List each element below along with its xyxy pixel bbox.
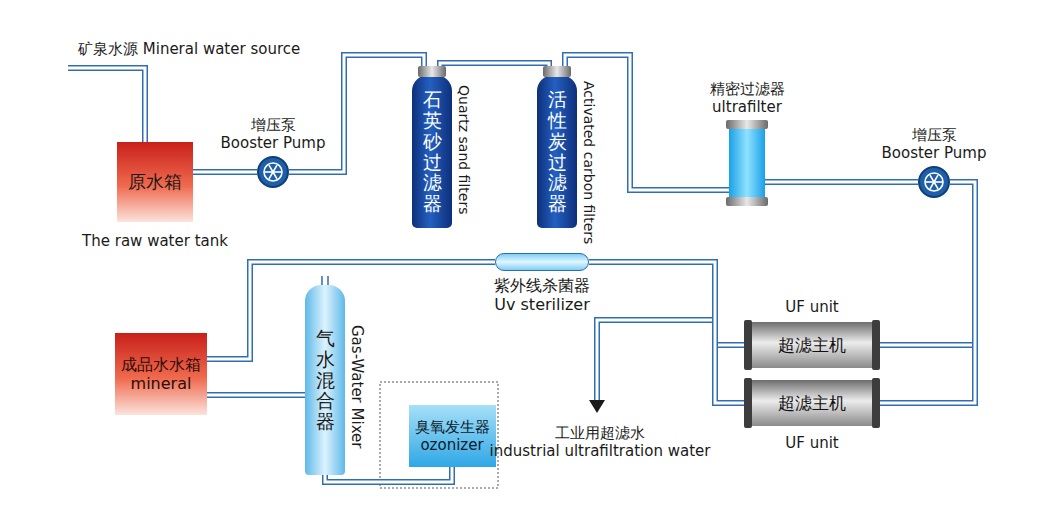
node-caption: UF unit <box>785 298 838 316</box>
pipe-outer <box>440 63 549 75</box>
vessel-cap <box>744 378 752 428</box>
water-pipe <box>765 182 918 183</box>
pipe-inner <box>289 55 424 172</box>
quartz-sand-filter: 石英砂过滤器Quartz sand filters <box>412 75 452 228</box>
pipe-outer <box>597 320 715 402</box>
fan-blade <box>269 165 273 172</box>
pipe-outer <box>589 262 748 345</box>
node-label: 活性炭过滤器 <box>548 89 567 214</box>
node-caption: 精密过滤器 ultrafilter <box>710 80 785 116</box>
node-label: 臭氧发生器 ozonizer <box>415 418 490 454</box>
pipe-inner <box>589 262 748 345</box>
booster-pump: 增压泵 Booster Pump <box>918 166 950 198</box>
node-caption: 紫外线杀菌器 Uv sterilizer <box>494 276 590 314</box>
vessel-cap <box>872 320 880 370</box>
node-label: 超滤主机 <box>778 335 846 355</box>
pipe-outer <box>876 182 975 345</box>
fan-blade <box>273 172 277 179</box>
precision-ultrafilter: 精密过滤器 ultrafilter <box>729 128 765 198</box>
vessel-cap <box>543 66 571 77</box>
pipe-inner <box>876 182 975 345</box>
industrial-outlet-pipe <box>589 320 715 413</box>
water-pipe <box>440 63 549 75</box>
fan-ring <box>264 163 282 181</box>
uv-sterilizer: 紫外线杀菌器 Uv sterilizer <box>495 253 589 271</box>
product-water-tank: 成品水水箱 mineral <box>115 333 207 415</box>
node-caption: The raw water tank <box>82 232 228 250</box>
node-caption: Gas-Water Mixer <box>348 325 366 448</box>
fan-blade <box>934 182 938 189</box>
water-pipe <box>193 172 257 173</box>
pump-fan <box>920 168 948 196</box>
fan-blade <box>934 175 938 182</box>
pipe-outer <box>68 68 145 142</box>
vessel-cap <box>726 120 768 129</box>
ozonizer: 臭氧发生器 ozonizer <box>409 405 496 467</box>
water-pipe <box>289 55 424 172</box>
water-pipe <box>589 262 748 345</box>
pipe-outer <box>876 182 975 403</box>
activated-carbon-filter: 活性炭过滤器Activated carbon filters <box>537 75 577 228</box>
water-pipe <box>876 182 975 345</box>
outlet-arrowhead <box>589 400 605 413</box>
pipe-inner <box>193 171 257 174</box>
node-label: 超滤主机 <box>778 393 846 413</box>
node-label: 成品水水箱 mineral <box>121 355 201 393</box>
pump-fan <box>259 158 287 186</box>
vessel-cap <box>872 378 880 428</box>
connector-group <box>193 55 975 482</box>
pipe-outer <box>589 262 748 403</box>
gas-water-mixer: 气水混合器Gas-Water Mixer <box>305 285 345 475</box>
pipe-inner <box>597 320 715 402</box>
fan-blade <box>273 165 277 172</box>
pipe-inner <box>68 68 145 142</box>
node-caption: 增压泵 Booster Pump <box>221 116 326 152</box>
booster-pump: 增压泵 Booster Pump <box>257 156 289 188</box>
ozonizer-frame <box>380 382 498 488</box>
pipe-outer <box>193 169 257 175</box>
water-pipe <box>589 262 748 403</box>
pipe-inner <box>207 394 305 397</box>
vessel-cap <box>726 197 768 206</box>
fan-blade <box>930 182 934 189</box>
water-pipe <box>876 182 975 403</box>
pipe-inner <box>876 182 975 403</box>
pipe-inner <box>440 63 549 75</box>
node-label: 石英砂过滤器 <box>423 89 442 214</box>
pipe-outer <box>765 179 918 185</box>
vessel-cap <box>744 320 752 370</box>
pipe-outer <box>207 392 305 398</box>
node-label: 气水混合器 <box>316 328 335 432</box>
node-caption: UF unit <box>785 434 838 452</box>
pipe-inner <box>765 181 918 184</box>
uf-unit: 超滤主机UF unit <box>748 380 876 426</box>
fan-ring <box>925 173 943 191</box>
fan-blade <box>269 172 273 179</box>
uf-unit: UF unit超滤主机 <box>748 322 876 368</box>
fan-blade <box>930 175 934 182</box>
source-label: 矿泉水源 Mineral water source <box>78 40 300 58</box>
node-caption: 增压泵 Booster Pump <box>882 126 987 162</box>
raw-water-tank: 原水箱The raw water tank <box>117 142 193 222</box>
node-label: 原水箱 <box>128 171 182 193</box>
vessel-cap <box>418 66 446 77</box>
node-caption: Quartz sand filters <box>455 85 472 214</box>
water-pipe <box>207 395 305 396</box>
pipe-inner <box>589 262 748 403</box>
source-pipe <box>68 68 145 142</box>
pipe-outer <box>289 55 424 172</box>
node-caption: Activated carbon filters <box>580 81 597 244</box>
outlet-label: 工业用超滤水 industrial ultrafiltration water <box>490 424 711 460</box>
